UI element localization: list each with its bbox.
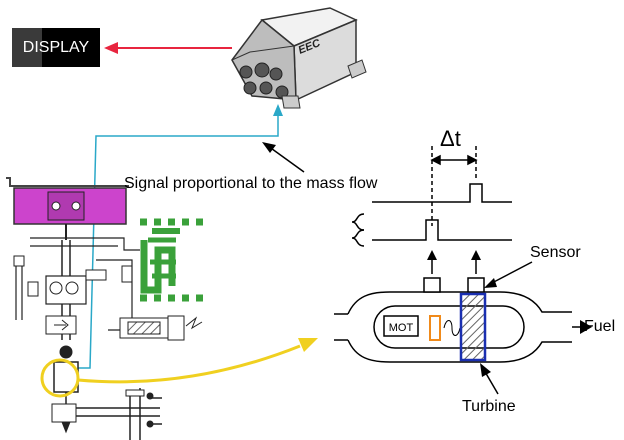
display-shade — [12, 28, 42, 67]
flow-meter: MOT — [334, 277, 592, 363]
sensor-label: Sensor — [530, 244, 581, 261]
signal-line — [72, 104, 283, 369]
signal-label: Signal proportional to the mass flow — [124, 175, 378, 192]
sensor-output-arrows — [427, 250, 481, 274]
display-box: DISPLAY — [12, 28, 100, 67]
eec-to-display-arrow — [104, 42, 232, 54]
callout-arrows — [480, 261, 533, 395]
signal-pointer-arrow — [262, 142, 305, 173]
mot-label: MOT — [389, 322, 414, 334]
delta-t-label: Δt — [440, 126, 461, 151]
eec-unit: EEC — [231, 7, 367, 109]
display-label: DISPLAY — [22, 39, 90, 56]
fuel-label: Fuel — [584, 318, 616, 335]
callout-highlight — [40, 338, 318, 398]
pulse-waveforms — [351, 146, 512, 247]
turbine-label: Turbine — [462, 398, 516, 415]
fuel-system-schematic — [6, 177, 210, 440]
